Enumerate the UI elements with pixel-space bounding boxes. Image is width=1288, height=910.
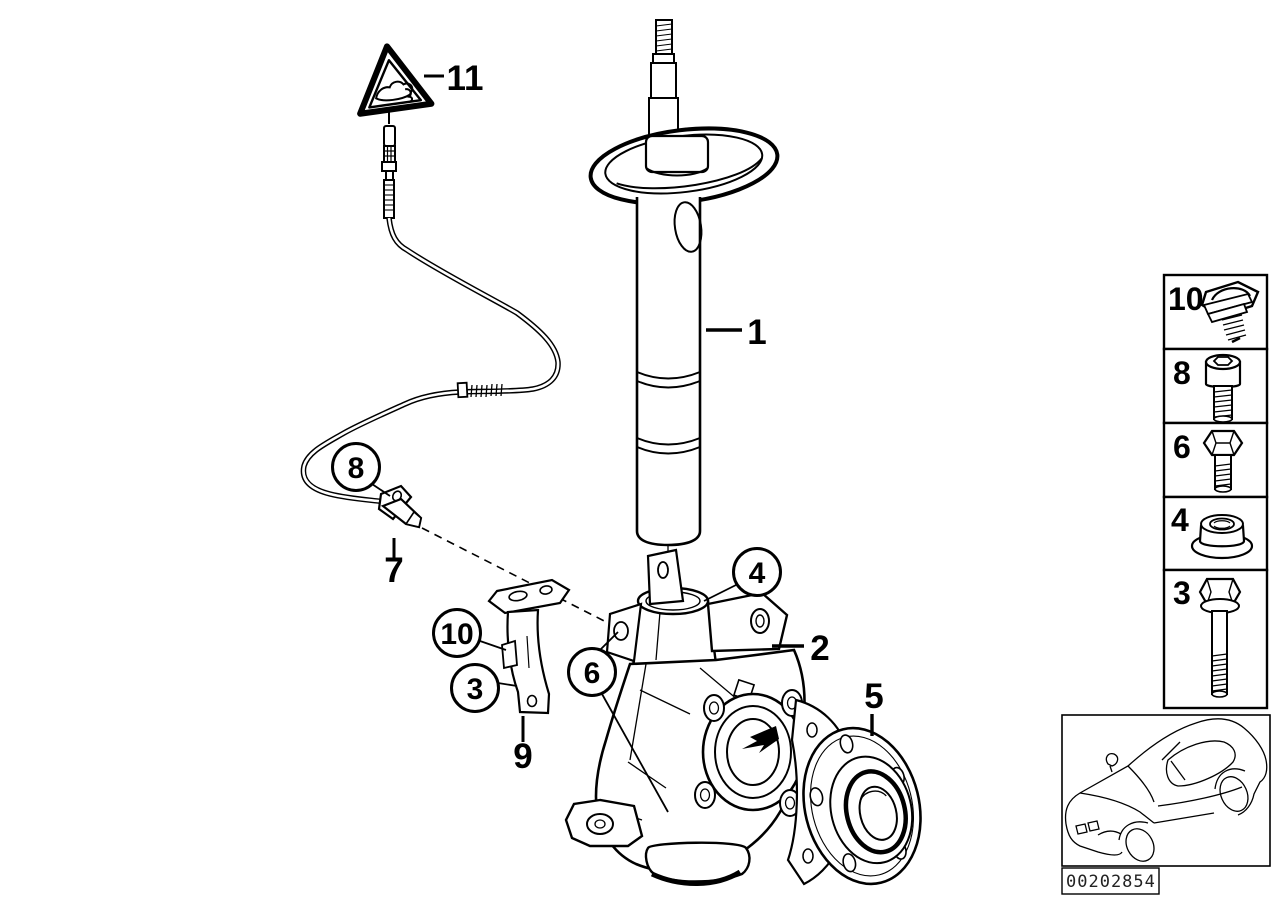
callout-6[interactable]: 6: [567, 631, 669, 813]
sidebar-label-4[interactable]: 4: [1171, 502, 1189, 538]
callout-1-label[interactable]: 1: [747, 313, 766, 352]
callout-5[interactable]: 5: [864, 677, 884, 736]
flange-nut-icon: [1190, 514, 1254, 560]
image-id-box: 00202854: [1061, 867, 1160, 895]
sidebar-label-10[interactable]: 10: [1168, 281, 1204, 317]
callout-3-label[interactable]: 3: [467, 673, 484, 706]
callout-11-label[interactable]: 11: [447, 59, 484, 98]
callout-9-label[interactable]: 9: [513, 737, 532, 776]
long-hex-bolt-icon: [1198, 577, 1242, 698]
sidebar-label-8[interactable]: 8: [1173, 355, 1191, 391]
car-thumbnail-box: [1061, 714, 1271, 867]
sensor-bracket-drawing: [487, 578, 571, 715]
crush-hazard-warning-icon: [357, 43, 435, 117]
callout-6-label[interactable]: 6: [584, 657, 601, 690]
callout-7[interactable]: 7: [384, 538, 404, 590]
callout-2-label[interactable]: 2: [810, 629, 829, 668]
callout-4[interactable]: 4: [703, 547, 782, 602]
callout-10[interactable]: 10: [432, 608, 507, 658]
direction-arrow-icon: [742, 726, 779, 753]
callout-4-label[interactable]: 4: [749, 557, 766, 590]
callout-11[interactable]: 11: [424, 59, 484, 98]
wheel-hub-drawing: [786, 698, 922, 886]
hex-flange-bolt-icon: [1202, 429, 1244, 493]
callout-1[interactable]: 1: [706, 313, 767, 352]
callout-8-label[interactable]: 8: [348, 452, 365, 485]
callout-10-label[interactable]: 10: [440, 618, 473, 651]
sidebar-label-6[interactable]: 6: [1173, 429, 1191, 465]
callout-8[interactable]: 8: [331, 442, 391, 497]
callout-3[interactable]: 3: [450, 663, 518, 713]
fastener-sidebar: 10 8 6 4 3: [1162, 273, 1269, 710]
callout-5-label[interactable]: 5: [864, 677, 883, 716]
socket-head-bolt-icon: [1204, 353, 1242, 423]
abs-sensor-cable: [300, 125, 561, 505]
image-id-text: 00202854: [1066, 872, 1156, 892]
car-outline-icon: [1064, 718, 1268, 862]
callout-7-label[interactable]: 7: [384, 551, 403, 590]
steering-knuckle-drawing: [564, 548, 806, 886]
callout-9[interactable]: 9: [513, 716, 533, 776]
front-strut-drawing: [588, 19, 780, 604]
callout-2[interactable]: 2: [772, 629, 830, 668]
sidebar-label-3[interactable]: 3: [1173, 575, 1191, 611]
cable-clip-icon: [1200, 280, 1260, 344]
